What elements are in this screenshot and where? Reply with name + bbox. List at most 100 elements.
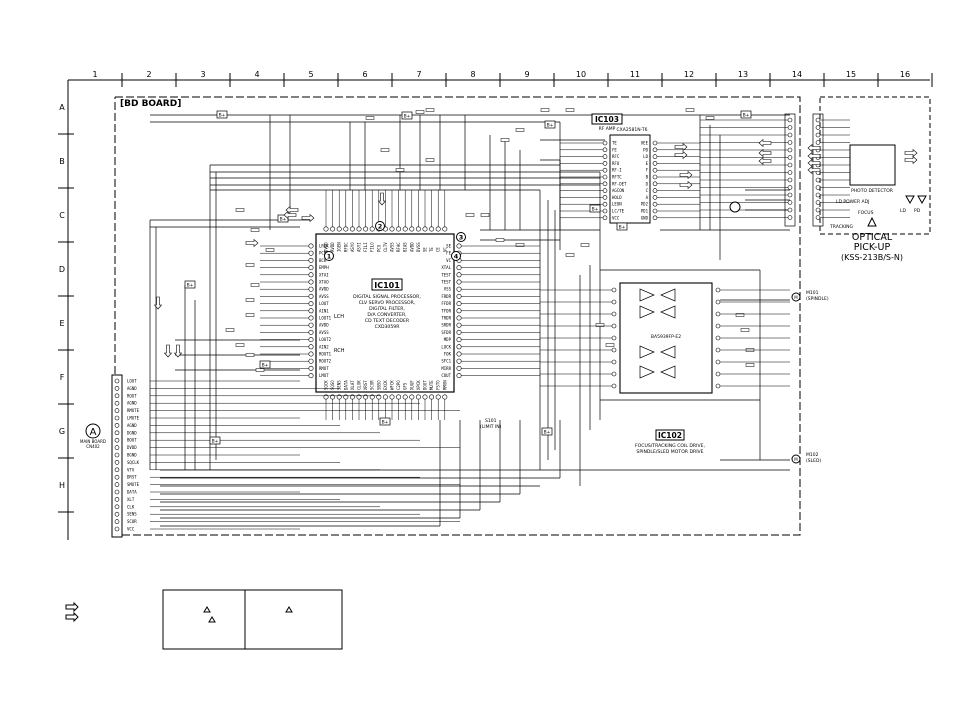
- ld-power-label: LD POWER ADJ: [836, 199, 869, 205]
- motor-sled: M M102 (SLED): [791, 452, 821, 464]
- column-label: 16: [900, 70, 910, 79]
- pin: [602, 181, 608, 187]
- pin: [611, 323, 617, 329]
- cn101-pin-label: RMUTE: [127, 408, 140, 413]
- column-label: 7: [416, 70, 421, 79]
- pin: [602, 140, 608, 146]
- ic101-bottom-pin: MUTE: [429, 380, 434, 390]
- ic103-left-pin: RF-DET: [612, 181, 627, 186]
- pin: [602, 201, 608, 207]
- pin: [114, 467, 120, 473]
- pin: [611, 371, 617, 377]
- signal-arrow-icon: [758, 148, 772, 158]
- pin: [652, 147, 658, 153]
- ic101-bottom-pin: C2PO: [396, 380, 401, 390]
- ic101-bottom-pin: SQCK: [324, 380, 329, 390]
- amplifier-symbol: [660, 305, 676, 319]
- pin: [787, 132, 793, 138]
- pin: [308, 373, 314, 379]
- b-plus-label: B+: [619, 225, 626, 231]
- ic101-top-pin: VC: [442, 247, 447, 252]
- ic101-top-pin: ASYO: [350, 242, 355, 252]
- ic101-left-pin: XTAI: [319, 272, 329, 277]
- pin: [308, 322, 314, 328]
- ic101-bottom-pin: XRST: [363, 380, 368, 390]
- pin: [308, 279, 314, 285]
- b-plus-box: [209, 436, 221, 445]
- ic101-top-pin: BIAS: [403, 242, 408, 252]
- component-symbol: [500, 138, 510, 142]
- b-plus-label: B+: [404, 114, 411, 120]
- pin: [114, 408, 120, 413]
- optical-title-1: OPTICAL: [852, 232, 893, 243]
- pin: [415, 226, 421, 232]
- cn101-pin-label: CLK: [127, 504, 135, 509]
- pin: [456, 293, 462, 299]
- pin: [336, 226, 342, 232]
- ic101-right-pin: FE: [446, 251, 451, 256]
- pin: [456, 358, 462, 364]
- ic103-left-pin: FE: [612, 147, 617, 152]
- component-symbol: [540, 108, 550, 112]
- pin: [652, 140, 658, 146]
- component-symbol: [595, 323, 605, 327]
- ic101-right-pin: MDP: [444, 337, 452, 342]
- board-title: [BD BOARD]: [120, 99, 181, 109]
- warning-icon: [867, 216, 877, 227]
- component-symbol: [235, 208, 245, 212]
- ic101-left-pin: RMUT: [319, 366, 329, 371]
- column-label: 5: [308, 70, 313, 79]
- pin: [715, 371, 721, 377]
- ic101-desc-4: D/A CONVERTER,: [367, 312, 407, 318]
- cn101-pin-label: SCOR: [127, 519, 137, 524]
- signal-arrow-icon: [377, 192, 387, 206]
- pin: [715, 347, 721, 353]
- ic101-right-pin: TRDR: [441, 316, 451, 321]
- ic101-left-pin: AVDD: [319, 323, 329, 328]
- ic101-top-pin: AVDD: [330, 242, 335, 252]
- pin: [308, 293, 314, 299]
- ic101-left-pin: LOUT: [319, 301, 329, 306]
- pin: [330, 226, 336, 232]
- cn101-pin-label: BOUT: [127, 438, 137, 443]
- pin: [456, 301, 462, 307]
- component-symbol: [245, 353, 255, 357]
- pin: [308, 265, 314, 271]
- component-symbol: [495, 238, 505, 242]
- column-label: 15: [846, 70, 856, 79]
- pin: [652, 154, 658, 159]
- pin: [787, 147, 793, 153]
- ic101-top-pin: DVDD: [324, 242, 329, 252]
- pin: [323, 394, 329, 400]
- ic101-right-pin: MIRR: [441, 366, 451, 371]
- cn101-pin-label: DVDD: [127, 445, 137, 450]
- ld-label: LD: [900, 208, 907, 214]
- ic101-ref: IC101: [374, 281, 400, 290]
- pin: [114, 452, 120, 458]
- pin: [376, 394, 382, 400]
- ic102-ref: IC102: [658, 431, 682, 440]
- ic103-right-pin: PD1: [641, 209, 649, 214]
- ic103-pins: TEFERFCRFORF-IRFTCRF-DETAGCONHOLDLEONLC/…: [560, 140, 700, 220]
- column-label: 13: [738, 70, 748, 79]
- pin: [456, 243, 462, 249]
- component-symbol: [580, 243, 590, 247]
- pin: [114, 519, 120, 524]
- pin: [715, 323, 721, 329]
- ic101-right-pin: TEST: [441, 280, 451, 285]
- component-symbol: [245, 263, 255, 267]
- pin: [396, 394, 402, 400]
- component-symbol: [250, 228, 260, 232]
- optical-title-2: PICK-UP: [854, 242, 891, 253]
- row-label: B: [59, 157, 65, 166]
- b-plus-label: B+: [187, 283, 194, 289]
- cn-connector: [784, 113, 796, 227]
- pin: [422, 226, 428, 232]
- pin: [787, 162, 793, 168]
- pin: [114, 460, 120, 465]
- ic101-bottom-pin: DATA: [343, 380, 348, 390]
- pin: [382, 394, 388, 400]
- ic101-left-pin: AVSS: [319, 330, 329, 335]
- signal-arrow-icon: [674, 150, 688, 160]
